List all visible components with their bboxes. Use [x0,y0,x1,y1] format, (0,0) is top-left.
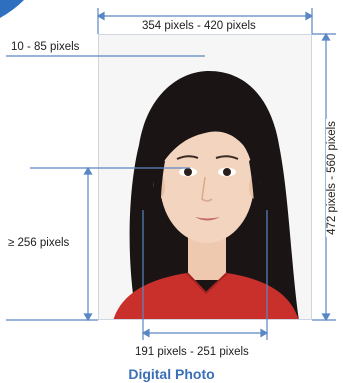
photo-height-label: 472 pixels - 560 pixels [326,119,338,237]
top-gap-label: 10 - 85 pixels [11,40,79,54]
photo-width-label: 354 pixels - 420 pixels [140,19,258,33]
face-width-label: 191 pixels - 251 pixels [135,345,249,359]
caption: Digital Photo [0,366,343,382]
eye-height-label: ≥ 256 pixels [8,236,69,250]
